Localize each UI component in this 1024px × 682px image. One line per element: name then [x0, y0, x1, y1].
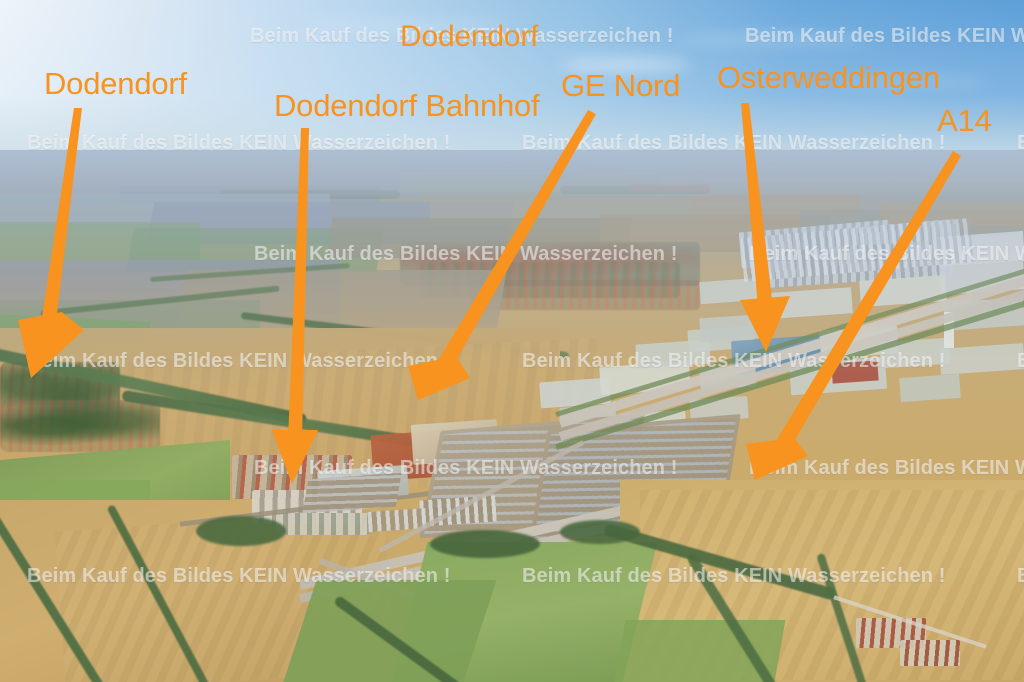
car-lot: [302, 472, 402, 514]
map-label-dodendorf-left: Dodendorf: [44, 66, 187, 101]
tree-clump: [430, 530, 540, 558]
farmstead: [900, 640, 960, 666]
warehouse: [899, 373, 961, 403]
map-label-ge-nord: GE Nord: [561, 68, 681, 103]
cloud-wisp: [840, 76, 990, 86]
warehouse: [699, 313, 769, 343]
map-label-a14: A14: [937, 103, 992, 138]
far-village: [630, 184, 710, 192]
warehouse: [771, 287, 853, 319]
field-green: [283, 580, 497, 682]
cloud-wisp: [300, 20, 510, 32]
cloud-wisp: [680, 34, 870, 45]
map-label-osterweddingen: Osterweddingen: [717, 60, 940, 95]
map-label-dodendorf-bahnhof: Dodendorf Bahnhof: [274, 88, 540, 123]
landscape: [0, 150, 1024, 682]
village-dodendorf: [0, 400, 160, 452]
cloud-wisp: [560, 58, 690, 72]
village-cluster: [470, 280, 700, 310]
tree-clump: [196, 516, 286, 546]
warehouse: [699, 277, 761, 305]
map-label-dodendorf-top: Dodendorf: [400, 20, 539, 53]
station-buildings: [276, 513, 370, 535]
warehouse-red: [831, 360, 879, 384]
